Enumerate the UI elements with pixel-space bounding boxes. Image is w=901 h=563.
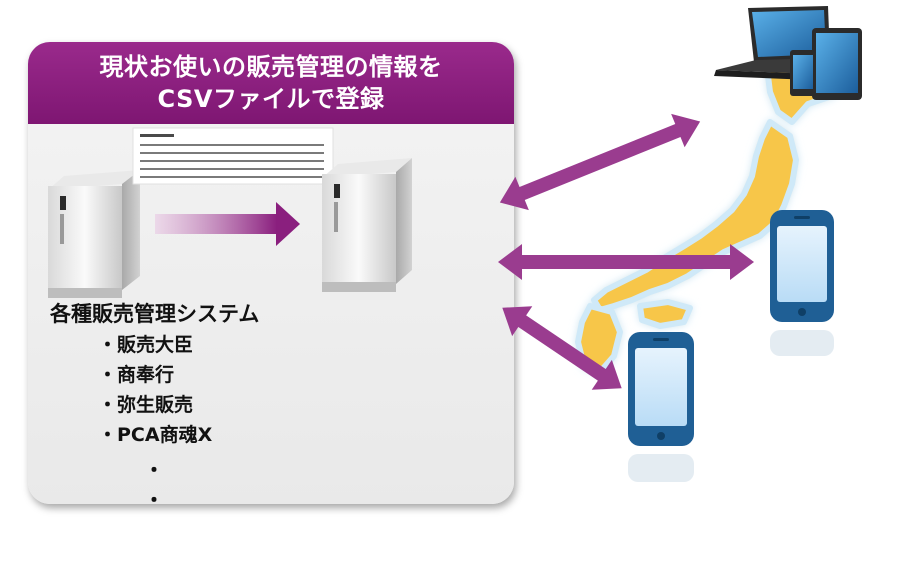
- ellipsis-dot: ・: [144, 488, 164, 504]
- registration-panel: 現状お使いの販売管理の情報を CSVファイルで登録 各種販売管理システム ・販売…: [28, 42, 514, 504]
- sync-arrow: [502, 306, 622, 390]
- systems-block: 各種販売管理システム ・販売大臣 ・商奉行 ・弥生販売 ・PCA商魂X: [50, 300, 259, 450]
- system-item: ・PCA商魂X: [98, 424, 213, 446]
- panel-header: 現状お使いの販売管理の情報を CSVファイルで登録: [28, 42, 514, 124]
- system-item: ・弥生販売: [98, 394, 194, 416]
- systems-title: 各種販売管理システム: [50, 302, 260, 326]
- systems-list: ・販売大臣 ・商奉行 ・弥生販売 ・PCA商魂X: [50, 330, 259, 450]
- server-icon: [48, 170, 140, 298]
- system-item: ・商奉行: [98, 364, 175, 386]
- sync-arrow: [499, 113, 701, 211]
- smartphone-icon: [628, 332, 694, 482]
- header-line1: 現状お使いの販売管理の情報を: [99, 53, 443, 81]
- transfer-arrow: [155, 202, 300, 246]
- server-icon: [322, 158, 412, 292]
- ellipsis-dot: ・: [144, 458, 164, 482]
- header-line2: CSVファイルで登録: [157, 85, 385, 113]
- system-item: ・販売大臣: [98, 334, 194, 356]
- smartphone-icon: [770, 210, 834, 356]
- laptop-tablet-phone-icon: [714, 6, 862, 100]
- csv-sheet-thumbnail: [132, 127, 334, 185]
- sync-arrow: [498, 244, 754, 280]
